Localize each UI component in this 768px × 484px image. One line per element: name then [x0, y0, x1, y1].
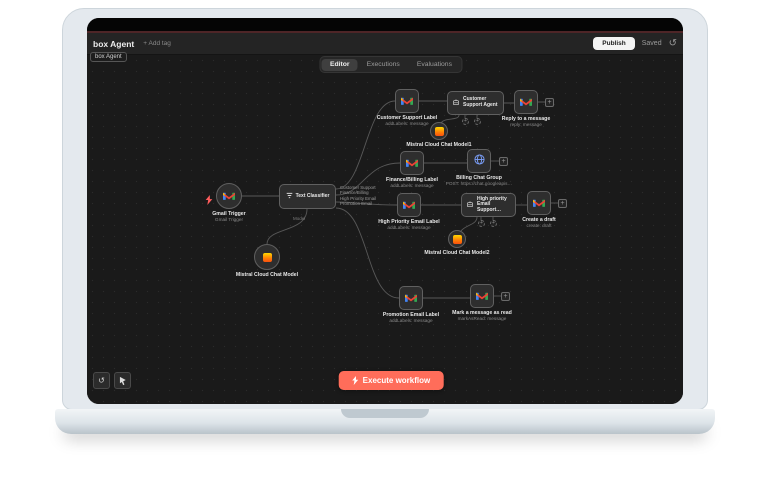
cursor-icon [119, 376, 126, 385]
agent-icon [452, 98, 460, 109]
model-connector-label: Model [293, 216, 306, 221]
node-mistral-model1[interactable]: Mistral Cloud Chat Model1 [406, 122, 472, 148]
gmail-icon [520, 93, 532, 111]
gmail-icon [476, 287, 488, 305]
node-text-classifier[interactable]: Text Classifier [279, 184, 336, 209]
topbar-right: Publish Saved ↺ [593, 37, 677, 50]
globe-icon [473, 152, 485, 170]
editor-tabs: Editor Executions Evaluations [319, 56, 463, 73]
canvas-controls: ↺ [93, 372, 131, 389]
laptop-notch [341, 409, 429, 418]
pointer-tool-button[interactable] [114, 372, 131, 389]
agent-icon [466, 200, 474, 211]
workflow-topbar: box Agent + Add tag Publish Saved ↺ [87, 33, 683, 55]
agent-connector-plus[interactable]: + [478, 220, 485, 227]
publish-button[interactable]: Publish [593, 37, 635, 50]
node-subtitle: Gmail Trigger [214, 217, 244, 222]
agent-connector-plus[interactable]: + [490, 220, 497, 227]
laptop-lid: box Agent + Add tag Publish Saved ↺ box … [62, 8, 708, 410]
gmail-icon [223, 187, 235, 205]
node-name: Text Classifier [295, 192, 330, 199]
add-node-plus[interactable]: + [499, 157, 508, 166]
add-node-plus[interactable]: + [501, 292, 510, 301]
agent-connector-plus[interactable]: + [462, 118, 469, 125]
workflow-edges [242, 100, 558, 299]
node-name: Customer Support Agent [463, 96, 498, 108]
tab-editor[interactable]: Editor [321, 58, 358, 71]
accent-line [87, 31, 683, 33]
add-node-plus[interactable]: + [558, 199, 567, 208]
workflow-tag-pill[interactable]: box Agent [90, 52, 127, 62]
workflow-title[interactable]: box Agent [93, 38, 135, 49]
bolt-icon [352, 376, 359, 385]
add-node-plus[interactable]: + [545, 98, 554, 107]
undo-button[interactable]: ↺ [93, 372, 110, 389]
node-name: Gmail Trigger [212, 211, 246, 217]
node-mistral-model[interactable]: Mistral Cloud Chat Model [236, 244, 298, 278]
node-name: High priority Email Support… [477, 195, 507, 213]
agent-connector-plus[interactable]: + [474, 118, 481, 125]
laptop-screen-bezel: box Agent + Add tag Publish Saved ↺ box … [87, 18, 683, 404]
classifier-icon [286, 192, 293, 202]
node-high-priority-agent[interactable]: High priority Email Support… [461, 193, 516, 217]
trigger-bolt-icon [205, 192, 213, 210]
mistral-icon [434, 126, 444, 136]
gmail-icon [406, 154, 418, 172]
n8n-app-window: box Agent + Add tag Publish Saved ↺ box … [87, 18, 683, 404]
saved-status: Saved [641, 40, 662, 47]
gmail-icon [533, 194, 545, 212]
screen-top-strip [87, 18, 683, 31]
undo-icon: ↺ [98, 376, 105, 385]
node-customer-support-agent[interactable]: Customer Support Agent [447, 91, 504, 115]
laptop-base [55, 409, 715, 434]
gmail-icon [403, 196, 415, 214]
add-tag-button[interactable]: + Add tag [143, 40, 171, 47]
history-icon[interactable]: ↺ [668, 37, 677, 49]
mistral-icon [452, 234, 462, 244]
execute-workflow-button[interactable]: Execute workflow [338, 371, 444, 390]
gmail-icon [401, 92, 413, 110]
gmail-icon [405, 289, 417, 307]
tab-executions[interactable]: Executions [366, 61, 400, 68]
mistral-icon [262, 252, 272, 262]
execute-workflow-label: Execute workflow [362, 376, 431, 385]
node-mistral-model2[interactable]: Mistral Cloud Chat Model2 [424, 230, 490, 256]
classifier-output-labels: Customer Support Finance/Billing High Pr… [340, 185, 377, 206]
tab-evaluations[interactable]: Evaluations [416, 61, 452, 68]
